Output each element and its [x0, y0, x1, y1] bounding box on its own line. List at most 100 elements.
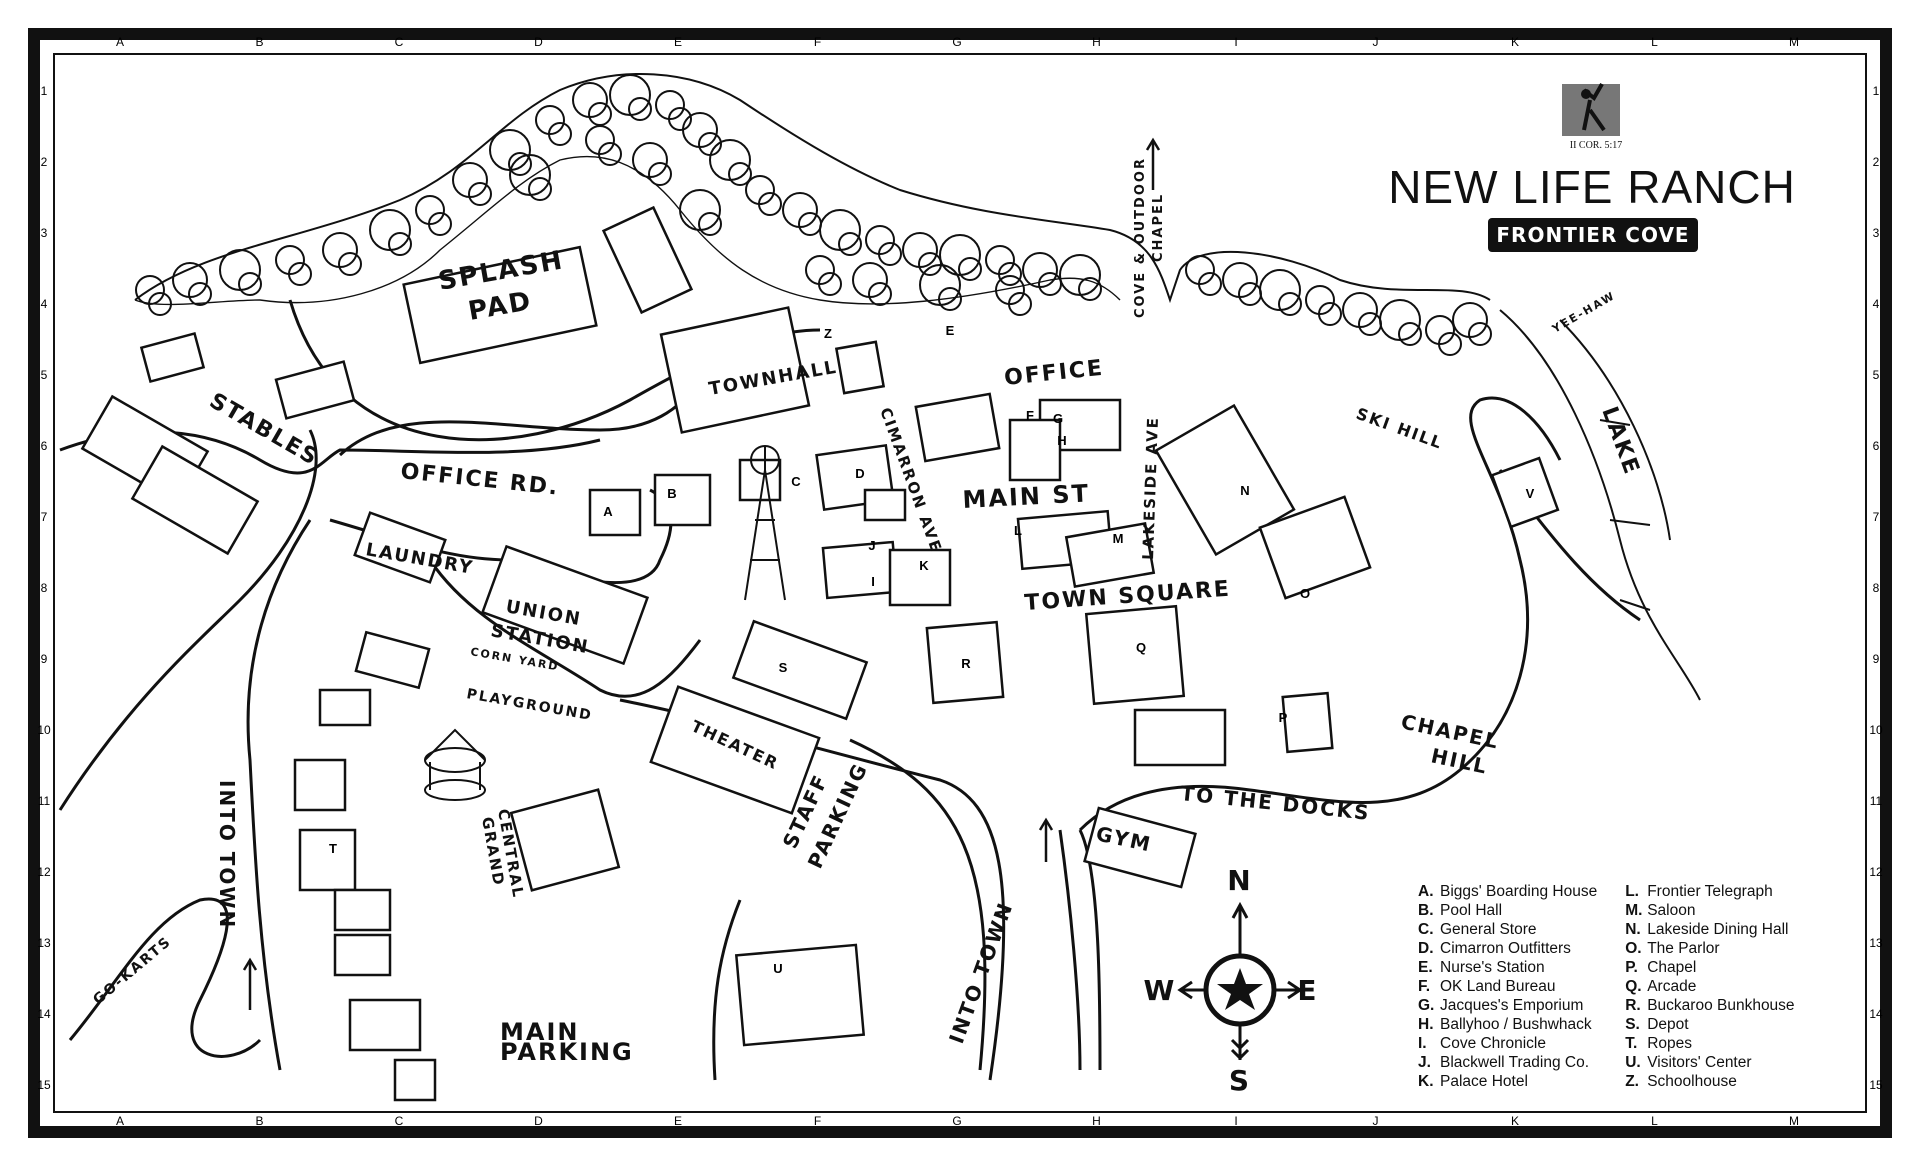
tree-icon [1438, 332, 1462, 356]
legend-key: I. [1418, 1035, 1427, 1052]
grid-col-i: I [1234, 35, 1237, 49]
grid-col-m: M [1789, 1114, 1799, 1128]
tree-icon [508, 152, 532, 176]
tree-icon [548, 122, 572, 146]
legend-key: A. [1418, 883, 1434, 900]
shed [354, 630, 431, 690]
grid-row-13: 13 [37, 936, 51, 950]
building-letter-r: R [961, 656, 971, 671]
legend-item-f: F. OK Land Bureau [1418, 977, 1597, 996]
grid-row-6: 6 [41, 439, 48, 453]
tree-icon [998, 262, 1022, 286]
legend-item-o: O.The Parlor [1625, 939, 1794, 958]
tree-icon [668, 107, 692, 131]
grid-row-7: 7 [41, 510, 48, 524]
building-letter-t: T [329, 841, 337, 856]
legend-key: H. [1418, 1016, 1434, 1033]
building-letter-v: V [1526, 486, 1535, 501]
tree-icon [238, 272, 262, 296]
legend-key: C. [1418, 921, 1434, 938]
gym-building [1083, 806, 1197, 889]
building-letter-d: D [855, 466, 864, 481]
grid-col-l: L [1651, 1114, 1658, 1128]
legend-name: OK Land Bureau [1440, 978, 1556, 995]
legend-key: M. [1625, 902, 1643, 919]
grid-row-14: 14 [37, 1007, 51, 1021]
grid-row-5: 5 [41, 368, 48, 382]
tree-icon [918, 252, 942, 276]
tree-icon [628, 97, 652, 121]
legend-item-a: A.Biggs' Boarding House [1418, 882, 1597, 901]
grid-col-l: L [1651, 35, 1658, 49]
grid-col-k: K [1511, 1114, 1519, 1128]
building-letter-o: O [1300, 586, 1310, 601]
tree-icon [728, 162, 752, 186]
legend-name: Schoolhouse [1647, 1073, 1737, 1090]
grid-row-6: 6 [1873, 439, 1880, 453]
legend-name: Arcade [1647, 978, 1697, 995]
legend-name: Lakeside Dining Hall [1647, 921, 1789, 938]
legend-key: F. [1418, 978, 1431, 995]
building-letter-m: M [1113, 531, 1124, 546]
grid-row-7: 7 [1873, 510, 1880, 524]
lake [1499, 309, 1701, 701]
building-s [731, 619, 869, 721]
legend-name: General Store [1440, 921, 1537, 938]
building-p-annex [1133, 708, 1227, 767]
legend-key: J. [1418, 1054, 1431, 1071]
grid-row-11: 11 [38, 794, 51, 808]
tree-icon [1468, 322, 1492, 346]
legend-name: Buckaroo Bunkhouse [1647, 997, 1795, 1014]
building-i [821, 540, 899, 600]
shed [293, 758, 347, 812]
grid-row-9: 9 [41, 652, 48, 666]
grid-row-10: 10 [37, 723, 51, 737]
grid-row-1: 1 [1873, 84, 1880, 98]
grid-col-f: F [814, 1114, 821, 1128]
grand-central-building [509, 788, 621, 892]
legend-name: Palace Hotel [1440, 1073, 1528, 1090]
legend-item-g: G.Jacques's Emporium [1418, 996, 1597, 1015]
compass-east: E [1297, 974, 1318, 1007]
building-letter-q: Q [1136, 640, 1146, 655]
grid-col-b: B [255, 1114, 263, 1128]
tree-line [134, 72, 1492, 356]
grid-col-j: J [1373, 1114, 1379, 1128]
grid-row-4: 4 [1873, 297, 1880, 311]
legend-item-d: D.Cimarron Outfitters [1418, 939, 1597, 958]
grid-col-b: B [255, 35, 263, 49]
stable-shed [274, 360, 356, 420]
building-letter-f: F [1026, 408, 1034, 423]
grid-row-4: 4 [41, 297, 48, 311]
lakeside-ave-label: LAKESIDE AVE [1139, 416, 1162, 560]
legend-name: Blackwell Trading Co. [1440, 1054, 1590, 1071]
legend-name: Ropes [1647, 1035, 1693, 1052]
legend-name: Jacques's Emporium [1440, 997, 1584, 1014]
tree-icon [1198, 272, 1222, 296]
building-m [1064, 521, 1156, 589]
building-letter-b: B [667, 486, 676, 501]
grid-col-a: A [116, 1114, 124, 1128]
building-e [914, 392, 1001, 463]
legend-item-t: T.Ropes [1625, 1034, 1794, 1053]
compass-south: S [1229, 1064, 1251, 1097]
union-station-building [480, 544, 650, 666]
buildings [80, 205, 1560, 1102]
building-letter-i: I [871, 574, 875, 589]
carousel-icon [424, 728, 486, 801]
legend-name: Cove Chronicle [1440, 1035, 1546, 1052]
splash-pad-building [402, 245, 598, 365]
stables-building [130, 444, 260, 556]
tree-icon [838, 232, 862, 256]
legend-item-e: E.Nurse's Station [1418, 958, 1597, 977]
tree-icon [958, 257, 982, 281]
compass-north: N [1227, 864, 1252, 897]
legend-key: N. [1625, 921, 1641, 938]
grid-row-12: 12 [37, 865, 51, 879]
legend-item-q: Q.Arcade [1625, 977, 1794, 996]
grid-col-g: G [952, 35, 961, 49]
shed [863, 488, 907, 522]
